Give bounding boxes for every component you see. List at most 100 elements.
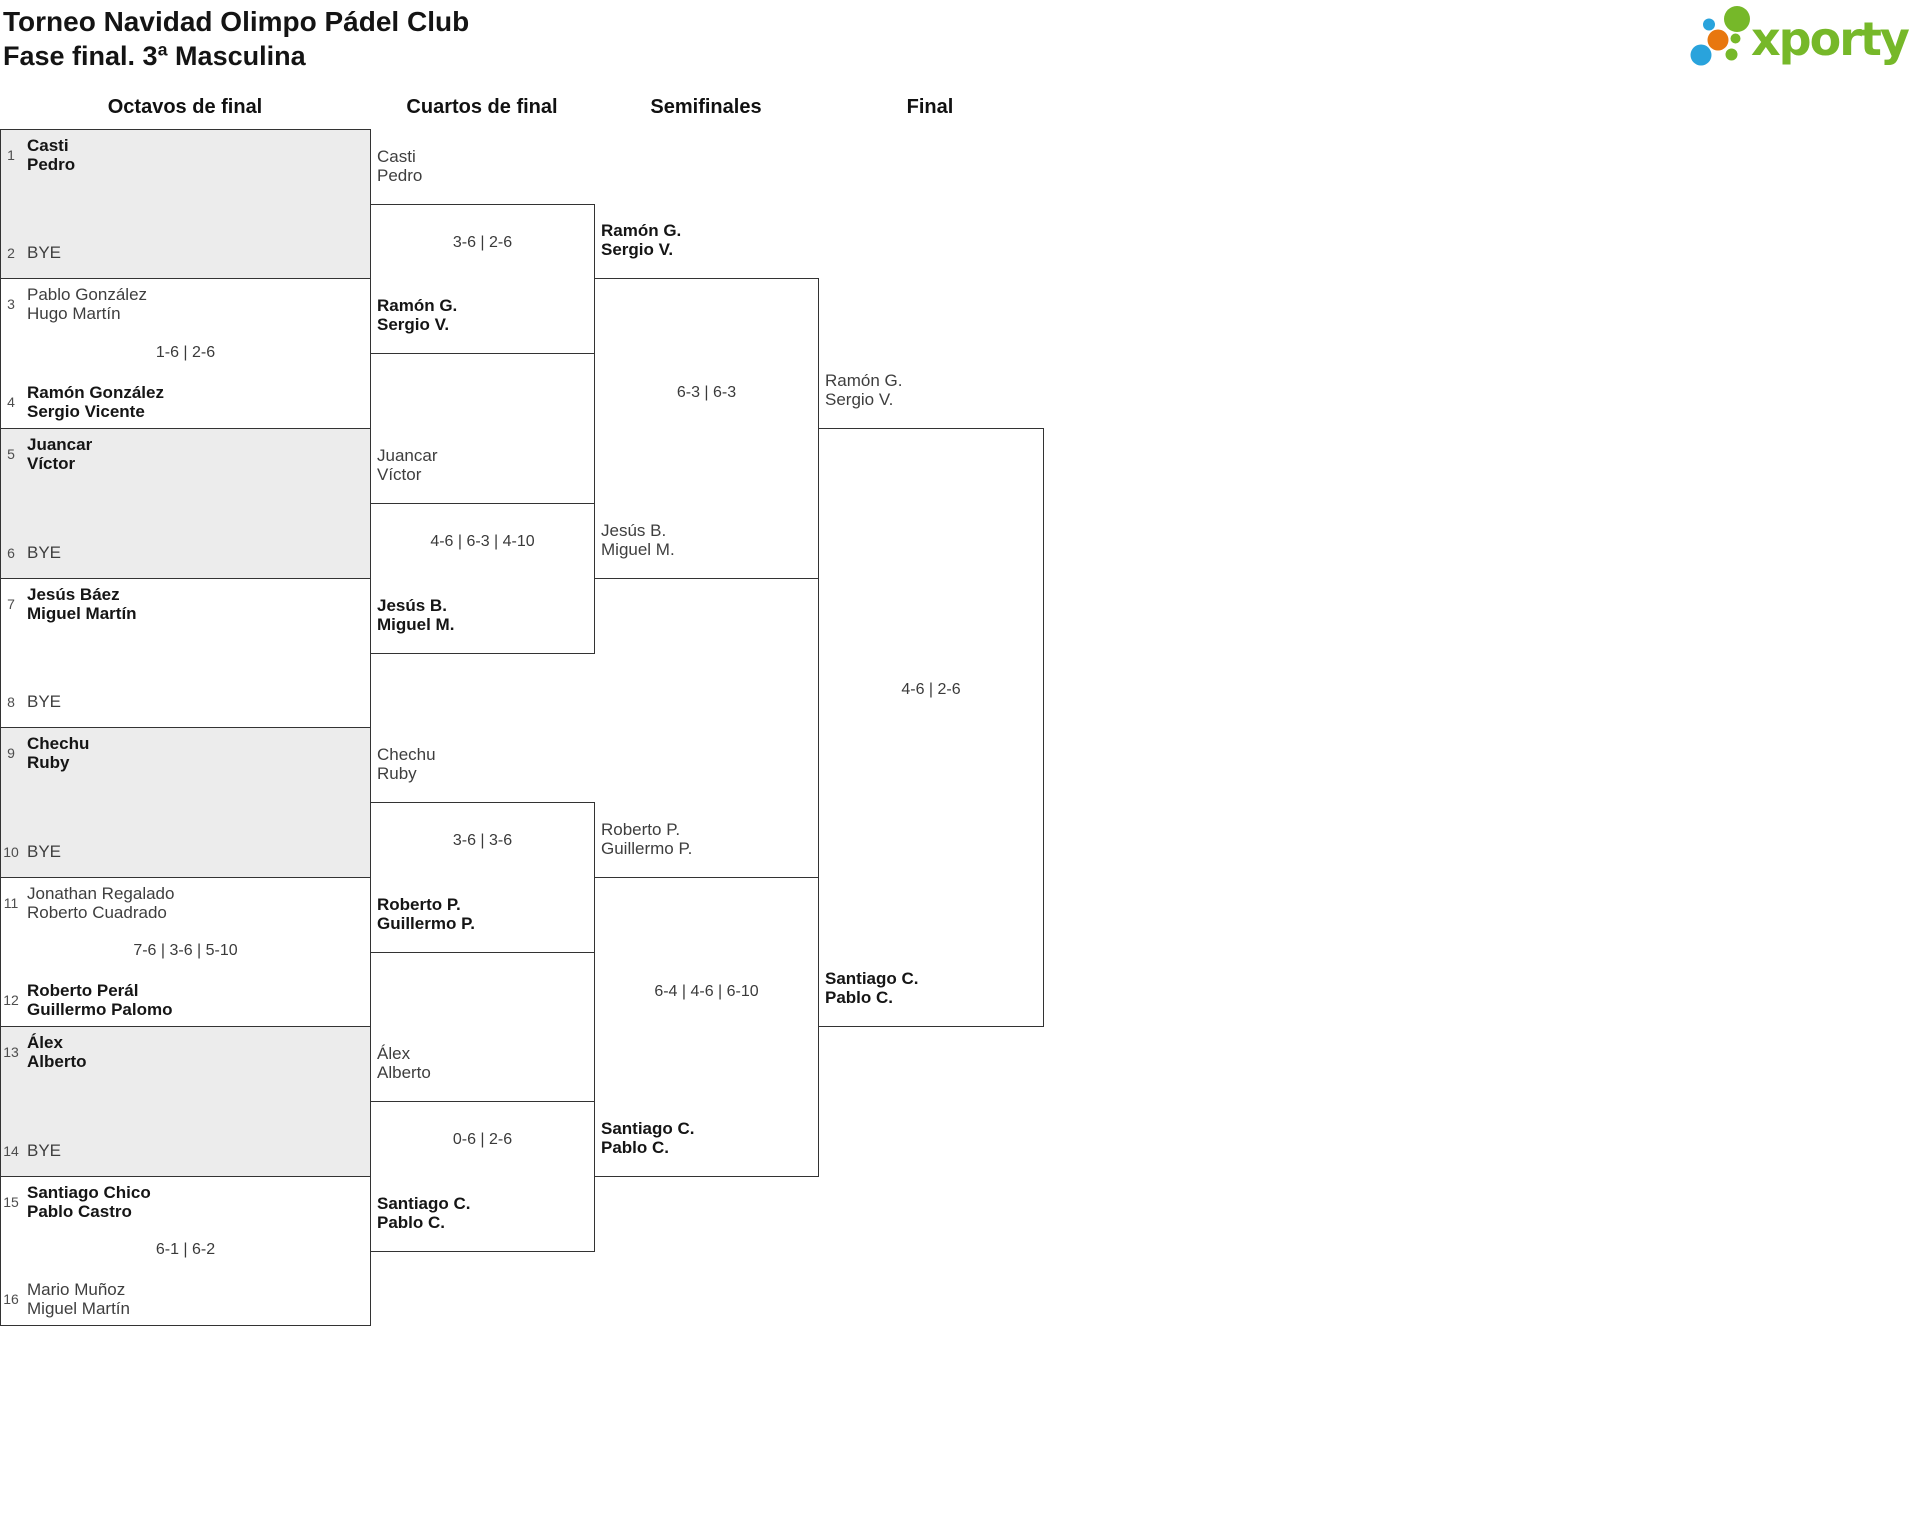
match-score: 3-6 | 2-6 [452, 234, 513, 251]
r16-match-7-box [0, 1026, 371, 1177]
team-label: Santiago C. Pablo C. [377, 1194, 471, 1232]
team-label: Pablo González Hugo Martín [27, 285, 147, 323]
seed-label: 5 [7, 446, 15, 462]
match-score: 4-6 | 2-6 [901, 681, 961, 698]
player-name: Ramón G. [601, 221, 682, 240]
team-label: Roberto P. Guillermo P. [377, 895, 475, 933]
player-name: Roberto P. [601, 820, 681, 839]
qf-match-1-box [370, 204, 595, 354]
player-name: Guillermo Palomo [27, 1000, 173, 1019]
team-label: Mario Muñoz Miguel Martín [27, 1280, 130, 1318]
player-name: Chechu [27, 734, 90, 753]
team-label: Juancar Víctor [377, 446, 437, 484]
player-name: Jesús Báez [27, 585, 120, 604]
player-name: Sergio V. [601, 240, 674, 259]
team-label: Juancar Víctor [27, 435, 92, 473]
player-name: Miguel M. [377, 615, 455, 634]
bye-label: BYE [27, 243, 62, 262]
seed-label: 11 [3, 895, 19, 911]
player-name: Santiago C. [601, 1119, 695, 1138]
player-name: Álex [27, 1033, 63, 1052]
seed-label: 9 [7, 745, 15, 761]
player-name: Ruby [377, 764, 417, 783]
team-label: Casti Pedro [377, 147, 422, 185]
player-name: Miguel Martín [27, 604, 137, 623]
team-label: Roberto P. Guillermo P. [601, 820, 692, 858]
player-name: Víctor [377, 465, 422, 484]
team-label: Santiago C. Pablo C. [825, 969, 919, 1007]
match-score: 6-3 | 6-3 [676, 384, 737, 401]
player-name: Santiago C. [825, 969, 919, 988]
final-match-box [818, 428, 1044, 1027]
round-header-octavos: Octavos de final [107, 96, 263, 118]
team-label: Ramón G. Sergio V. [825, 371, 902, 409]
team-label: Jesús B. Miguel M. [601, 521, 675, 559]
team-label: Santiago C. Pablo C. [601, 1119, 695, 1157]
player-name: Ramón G. [825, 371, 903, 390]
player-name: Mario Muñoz [27, 1280, 126, 1299]
team-label: Chechu Ruby [27, 734, 89, 772]
player-name: Pablo González [27, 285, 148, 304]
player-name: Santiago Chico [27, 1183, 151, 1202]
player-name: Álex [377, 1044, 411, 1063]
player-name: Víctor [27, 454, 76, 473]
logo-dot-icon [1707, 29, 1729, 51]
match-score: 3-6 | 3-6 [452, 832, 513, 849]
qf-match-4-box [370, 1101, 595, 1252]
player-name: Miguel M. [601, 540, 675, 559]
team-label: Jonathan Regalado Roberto Cuadrado [27, 884, 174, 922]
sf-match-1-box [594, 278, 819, 579]
seed-label: 7 [7, 596, 15, 612]
bye-label: BYE [27, 1141, 62, 1160]
qf-match-3-box [370, 802, 595, 953]
player-name: Ramón González [27, 383, 164, 402]
seed-label: 4 [7, 394, 15, 410]
player-name: Pablo C. [825, 988, 894, 1007]
player-name: Guillermo P. [377, 914, 475, 933]
match-score: 1-6 | 2-6 [155, 344, 216, 361]
sf-match-2-box [594, 877, 819, 1177]
player-name: Pedro [27, 155, 76, 174]
player-name: Roberto P. [377, 895, 461, 914]
logo-dot-icon [1724, 6, 1750, 32]
player-name: Pablo C. [377, 1213, 446, 1232]
team-label: Ramón G. Sergio V. [601, 221, 681, 259]
team-label: Ramón González Sergio Vicente [27, 383, 164, 421]
bye-label: BYE [27, 543, 62, 562]
player-name: Sergio Vicente [27, 402, 145, 421]
round-header-cuartos: Cuartos de final [406, 96, 558, 118]
seed-label: 2 [7, 245, 15, 261]
xporty-logo[interactable]: xporty [1688, 3, 1920, 73]
r16-match-1-box [0, 129, 371, 279]
bye-label: BYE [27, 692, 62, 711]
player-name: Roberto Perál [27, 981, 139, 1000]
seed-label: 10 [3, 844, 19, 860]
player-name: Chechu [377, 745, 436, 764]
r16-match-3-box [0, 428, 371, 579]
tournament-title: Torneo Navidad Olimpo Pádel Club [3, 6, 470, 37]
seed-label: 15 [3, 1194, 19, 1210]
player-name: Casti [377, 147, 416, 166]
player-name: Jonathan Regalado [27, 884, 175, 903]
seed-label: 1 [7, 147, 15, 163]
seed-label: 3 [7, 296, 15, 312]
player-name: Pablo Castro [27, 1202, 132, 1221]
round-header-semifinales: Semifinales [650, 96, 762, 118]
round-header-final: Final [906, 96, 954, 118]
r16-match-8-box [0, 1176, 371, 1326]
team-label: Santiago Chico Pablo Castro [27, 1183, 151, 1221]
player-name: Ruby [27, 753, 70, 772]
player-name: Ramón G. [377, 296, 458, 315]
team-label: Chechu Ruby [377, 745, 436, 783]
player-name: Santiago C. [377, 1194, 471, 1213]
seed-label: 16 [3, 1291, 19, 1307]
player-name: Alberto [377, 1063, 431, 1082]
team-label: Jesús Báez Miguel Martín [27, 585, 137, 623]
player-name: Hugo Martín [27, 304, 121, 323]
team-label: Álex Alberto [27, 1033, 87, 1071]
player-name: Jesús B. [601, 521, 667, 540]
player-name: Pedro [377, 166, 423, 185]
match-score: 7-6 | 3-6 | 5-10 [133, 942, 238, 959]
seed-label: 13 [3, 1044, 19, 1060]
logo-wordmark: xporty [1751, 12, 1910, 66]
